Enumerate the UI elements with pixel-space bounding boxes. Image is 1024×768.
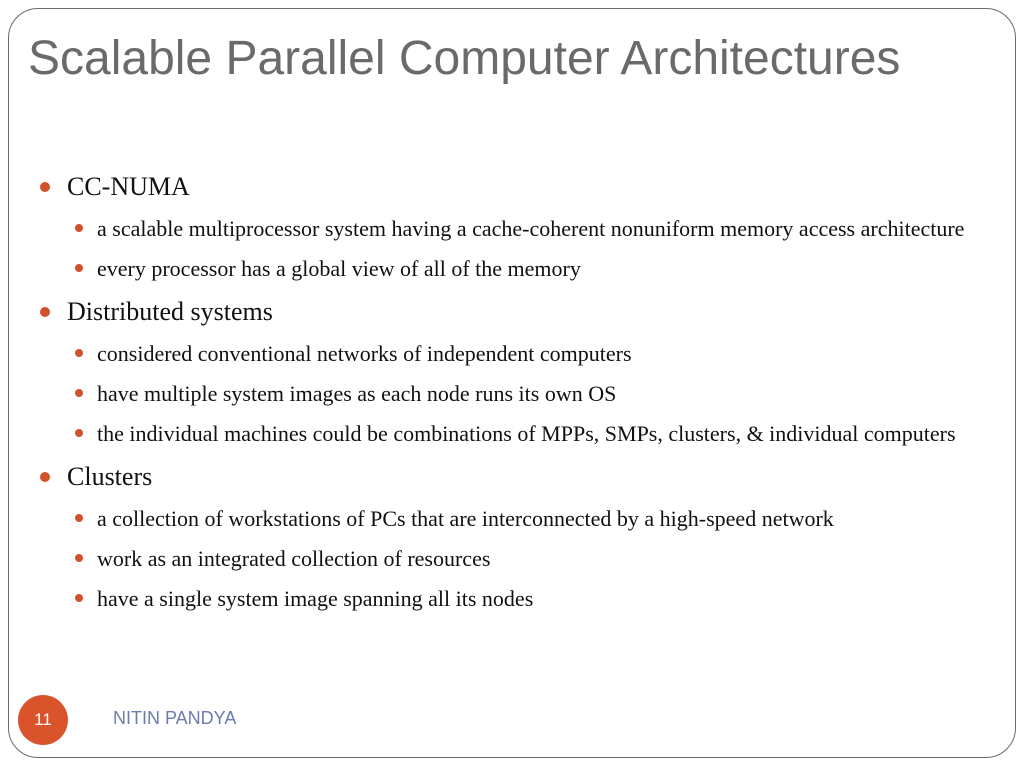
sub-bullet: the individual machines could be combina… bbox=[75, 417, 980, 451]
sub-bullet-text: the individual machines could be combina… bbox=[97, 421, 956, 446]
sub-bullet-text: have a single system image spanning all … bbox=[97, 586, 534, 611]
bullet-dot-icon bbox=[75, 429, 83, 437]
footer-author: NITIN PANDYA bbox=[113, 708, 237, 728]
sub-bullet-text: have multiple system images as each node… bbox=[97, 381, 617, 406]
sub-bullet: every processor has a global view of all… bbox=[75, 252, 980, 286]
sub-bullet: a collection of workstations of PCs that… bbox=[75, 502, 980, 536]
bullet-clusters: Clusters bbox=[40, 460, 980, 494]
sub-bullet-text: work as an integrated collection of reso… bbox=[97, 546, 491, 571]
slide-body: CC-NUMA a scalable multiprocessor system… bbox=[40, 170, 980, 616]
bullet-cc-numa: CC-NUMA bbox=[40, 170, 980, 204]
sub-bullet-text: a scalable multiprocessor system having … bbox=[97, 216, 965, 241]
sub-bullet-text: every processor has a global view of all… bbox=[97, 256, 581, 281]
sub-bullet-text: considered conventional networks of inde… bbox=[97, 341, 632, 366]
bullet-dot-icon bbox=[75, 594, 83, 602]
bullet-dot-icon bbox=[75, 224, 83, 232]
sub-bullet: have a single system image spanning all … bbox=[75, 582, 980, 616]
slide-frame bbox=[8, 8, 1016, 758]
slide-title: Scalable Parallel Computer Architectures bbox=[28, 32, 901, 85]
bullet-dot-icon bbox=[75, 349, 83, 357]
bullet-dot-icon bbox=[75, 389, 83, 397]
sub-bullet-text: a collection of workstations of PCs that… bbox=[97, 506, 834, 531]
bullet-dot-icon bbox=[75, 514, 83, 522]
sub-bullet: a scalable multiprocessor system having … bbox=[75, 212, 980, 246]
bullet-dot-icon bbox=[75, 554, 83, 562]
bullet-distributed-systems: Distributed systems bbox=[40, 295, 980, 329]
bullet-dot-icon bbox=[75, 264, 83, 272]
page-number-badge: 11 bbox=[18, 695, 68, 745]
sub-bullet: work as an integrated collection of reso… bbox=[75, 542, 980, 576]
sub-bullet: have multiple system images as each node… bbox=[75, 377, 980, 411]
sub-bullet: considered conventional networks of inde… bbox=[75, 337, 980, 371]
